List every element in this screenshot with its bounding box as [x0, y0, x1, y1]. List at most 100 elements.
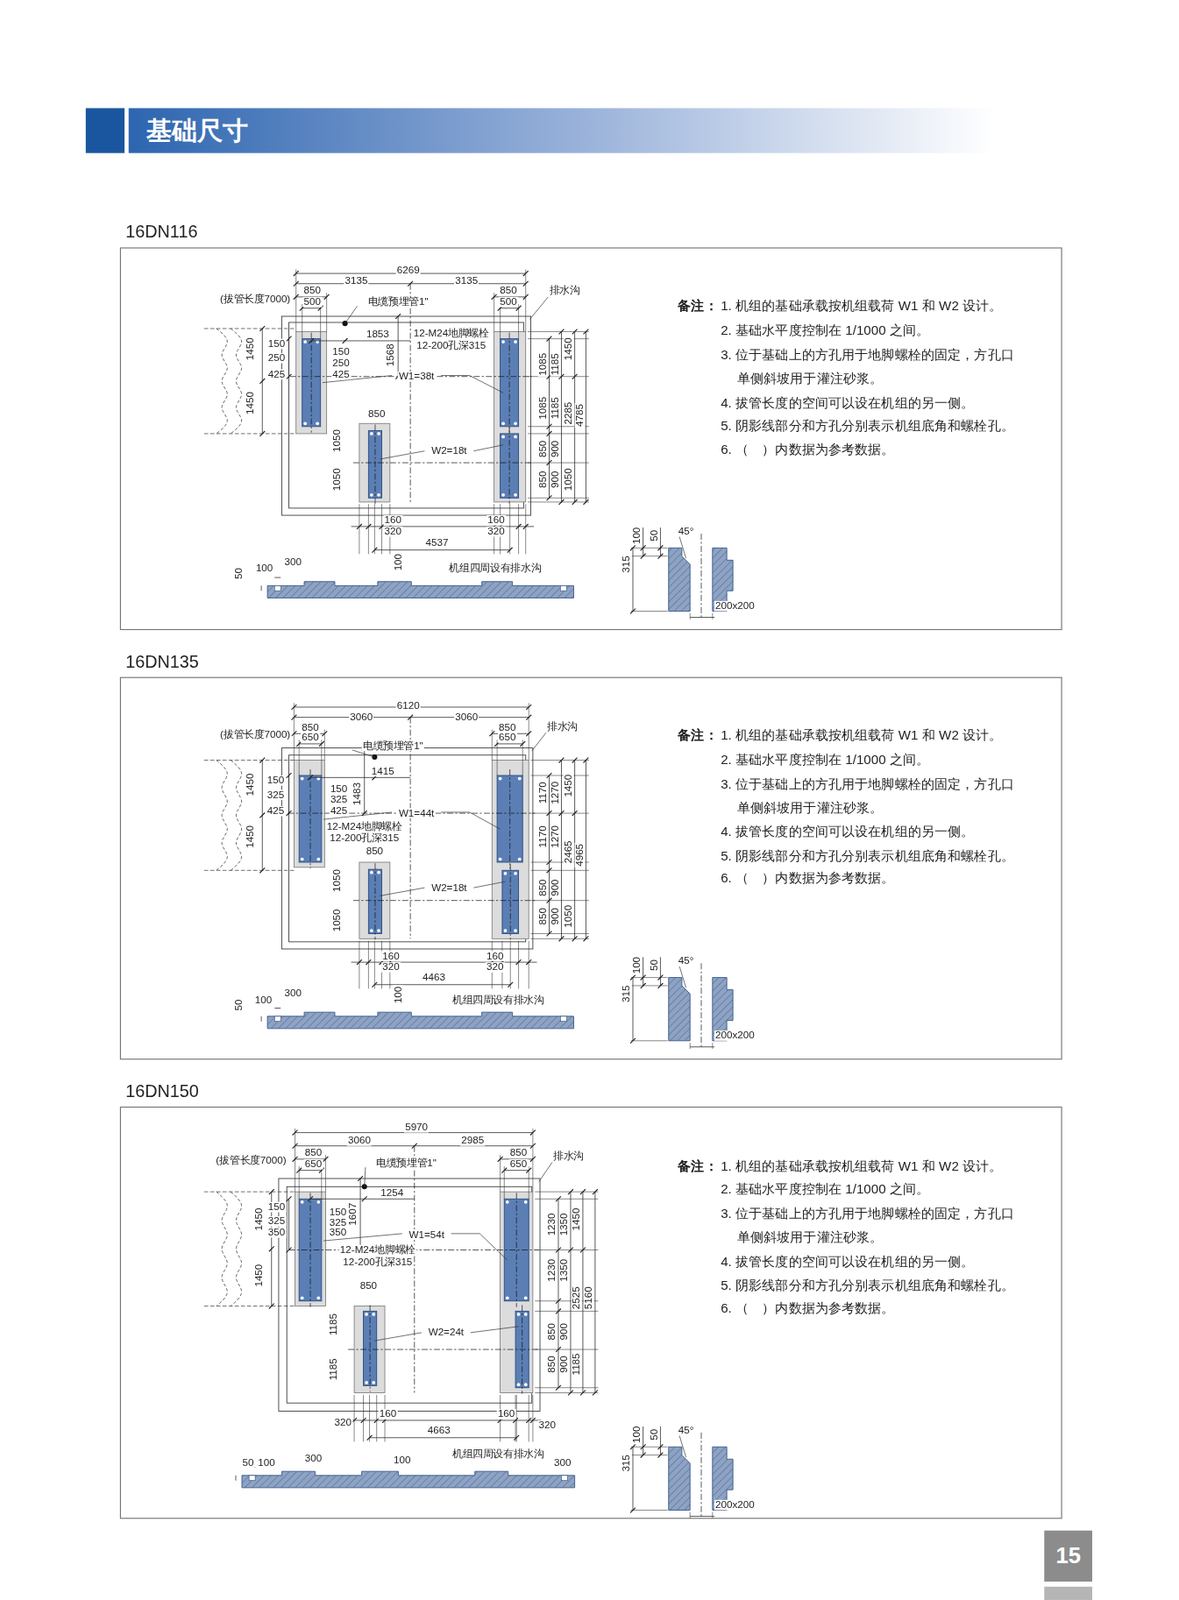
extension-line	[711, 613, 713, 620]
dimension-value: 5970	[404, 1122, 429, 1134]
dimension-tick	[572, 758, 578, 764]
dimension-value: 200x200	[714, 1030, 756, 1042]
section-profile	[267, 582, 574, 599]
dimension-value: 150	[267, 1202, 287, 1214]
extension-line	[326, 292, 327, 332]
dimension-value: 500	[498, 297, 519, 308]
dimension-value: 315	[621, 554, 633, 575]
dimension-value: 425	[329, 806, 349, 817]
note-text: 1. 机组的基础承载按机组载荷 W1 和 W2 设计。	[720, 1154, 1027, 1179]
dimension-tick	[525, 731, 532, 737]
dimension-tick	[640, 1453, 647, 1459]
pier	[296, 331, 327, 434]
bolt-hole	[303, 340, 307, 344]
dimension-line	[500, 307, 519, 309]
dimension-tick	[519, 741, 526, 747]
dimension-tick	[572, 374, 578, 380]
drain-notch	[274, 1016, 281, 1023]
bolt-hole	[369, 871, 374, 875]
bolt-hole	[518, 858, 522, 862]
extension-line	[631, 555, 668, 557]
extension-line	[510, 941, 512, 990]
bolt-hole	[300, 1200, 305, 1205]
leader-line	[678, 534, 686, 559]
dimension-tick	[583, 936, 590, 942]
dimension-tick	[555, 1299, 562, 1305]
dimension-value: 50	[234, 567, 245, 581]
dimension-tick	[546, 460, 553, 466]
extension-line	[325, 1155, 327, 1193]
dimension-value: 160	[497, 1409, 517, 1421]
dimension-tick	[523, 294, 529, 300]
extension-line	[527, 462, 590, 464]
center-line	[374, 863, 376, 940]
extension-line	[631, 977, 668, 979]
dimension-line	[369, 1437, 518, 1439]
dimension-value: 1170	[538, 824, 549, 849]
dimension-value: 6269	[396, 265, 421, 277]
dimension-tick	[630, 975, 636, 981]
center-line	[701, 533, 703, 620]
dimension-tick	[501, 1168, 507, 1174]
dimension-value: 1450	[244, 336, 256, 362]
dimension-value: 4663	[426, 1426, 452, 1437]
extension-line	[689, 1512, 691, 1520]
dimension-value: 3060	[348, 712, 374, 724]
dimension-line	[689, 617, 715, 618]
dimension-tick	[555, 1248, 562, 1254]
dimension-tick	[630, 1444, 636, 1450]
dimension-line	[310, 1199, 415, 1201]
dimension-value: 3060	[347, 1136, 372, 1147]
dimension-line	[302, 307, 321, 309]
dimension-value: 425	[331, 369, 351, 381]
dimension-line	[632, 547, 633, 611]
dimension-value: 1450	[563, 774, 575, 799]
dimension-value: 900	[550, 878, 562, 898]
extension-line	[689, 1043, 691, 1050]
extension-line	[522, 739, 524, 776]
page-number-box: 15	[1044, 1531, 1093, 1583]
center-line	[510, 864, 512, 940]
dimension-tick	[559, 936, 565, 942]
dimension-value: 850	[546, 1322, 558, 1343]
dimension-tick	[640, 983, 647, 989]
break-line	[216, 760, 228, 872]
bolt-hole	[376, 432, 381, 436]
dimension-value: 300	[304, 1453, 324, 1464]
extension-line	[534, 1192, 598, 1194]
extension-line	[527, 433, 590, 434]
extension-line	[527, 497, 590, 499]
dimension-value: (拔管长度7000)	[214, 1155, 288, 1166]
dimension-tick	[407, 281, 413, 287]
dimension-value: 150	[267, 339, 287, 350]
dimension-tick	[292, 1157, 299, 1163]
bolt-hole	[513, 421, 518, 426]
extension-line	[518, 941, 519, 990]
dimension-value: 1483	[352, 781, 363, 807]
drain-notch	[248, 1476, 256, 1482]
dimension-tick	[572, 810, 578, 817]
note-text: 2. 基础水平度控制在 1/1000 之间。	[720, 748, 1027, 773]
dimension-value: 315	[621, 1454, 633, 1474]
leader-line	[364, 1167, 366, 1187]
dimension-value: 4463	[421, 973, 447, 984]
dimension-value: 325	[329, 795, 349, 806]
dimension-value: 50	[649, 958, 661, 973]
dimension-value: 机组四周设有排水沟	[447, 563, 542, 575]
dimension-value: 900	[559, 1322, 570, 1343]
dimension-value: 1450	[571, 1207, 583, 1232]
dimension-line	[585, 760, 587, 940]
dimension-value: 100	[632, 1425, 643, 1445]
bolt-hole	[371, 1381, 376, 1385]
dimension-value: 1450	[254, 1264, 265, 1289]
dimension-tick	[507, 982, 513, 988]
dimension-tick	[324, 294, 330, 300]
dimension-tick	[525, 959, 532, 966]
dimension-tick	[546, 336, 553, 342]
pier	[500, 1192, 533, 1393]
dimension-line	[234, 1476, 236, 1482]
dimension-value: 650	[300, 732, 320, 744]
extension-line	[362, 1395, 364, 1443]
extension-line	[534, 1311, 598, 1313]
dimension-line	[689, 1516, 715, 1518]
